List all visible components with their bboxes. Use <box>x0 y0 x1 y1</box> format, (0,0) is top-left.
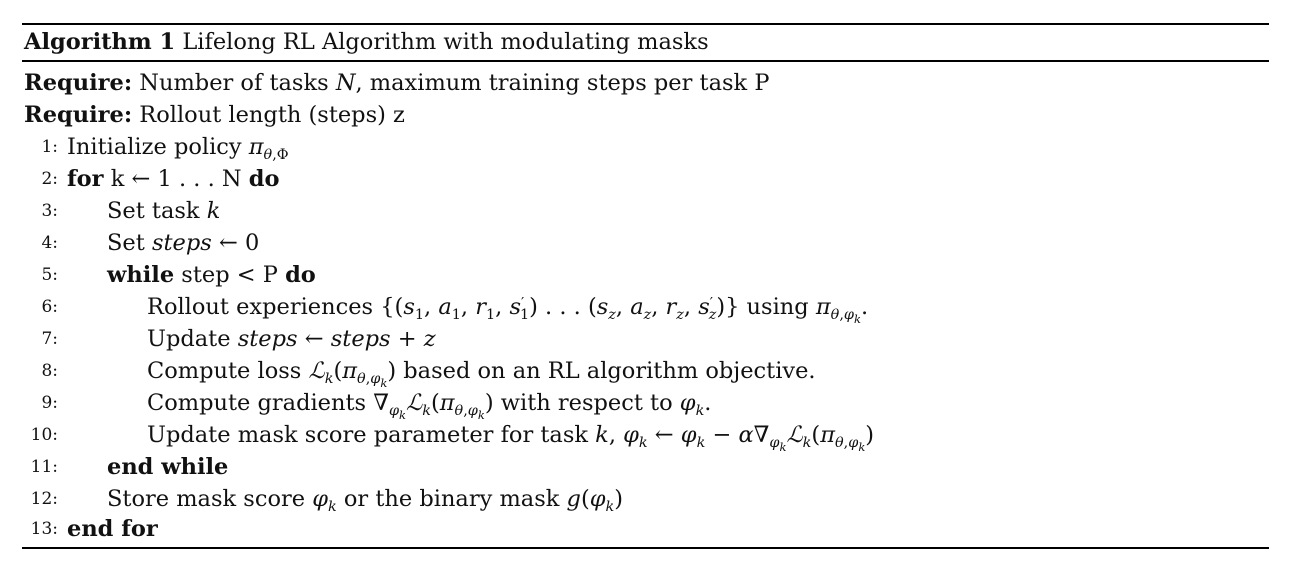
line-number: 3: <box>41 201 58 221</box>
step-text: Set steps ← 0 <box>107 230 260 256</box>
line-number: 1: <box>41 137 58 157</box>
line-number: 2: <box>41 169 58 189</box>
require-line-1: Require: Number of tasks N, maximum trai… <box>24 67 769 99</box>
caption-rule <box>22 60 1269 62</box>
line-number: 11: <box>30 457 58 477</box>
step-text: Set task k <box>107 198 221 224</box>
step-text: while step < P do <box>107 262 316 288</box>
require-line-2: Require: Rollout length (steps) z <box>24 99 405 131</box>
require-keyword: Require: <box>24 102 133 128</box>
step-keyword: end for <box>67 516 158 542</box>
require-text: Number of tasks N, maximum training step… <box>139 70 770 96</box>
step-text: Update steps ← steps + z <box>147 326 436 352</box>
algorithm-title: Lifelong RL Algorithm with modulating ma… <box>182 29 709 55</box>
bottom-rule <box>22 547 1269 549</box>
step-text: for k ← 1 . . . N do <box>67 166 280 192</box>
line-number: 4: <box>41 233 58 253</box>
require-text: Rollout length (steps) z <box>139 102 405 128</box>
line-number: 5: <box>41 265 58 285</box>
step-text: Initialize policy πθ,Φ <box>67 134 289 164</box>
algorithm-label: Algorithm 1 <box>24 29 176 55</box>
line-number: 9: <box>41 393 58 413</box>
line-number: 6: <box>41 297 58 317</box>
line-number: 7: <box>41 329 58 349</box>
line-number: 12: <box>30 489 58 509</box>
line-number: 8: <box>41 361 58 381</box>
line-number: 13: <box>30 519 58 539</box>
step-keyword: end while <box>107 454 229 480</box>
step-text: Compute loss ℒk(πθ,φk) based on an RL al… <box>147 358 816 391</box>
line-number: 10: <box>30 425 58 445</box>
step-text: Update mask score parameter for task k, … <box>147 422 875 455</box>
require-keyword: Require: <box>24 70 133 96</box>
algorithm-caption: Algorithm 1 Lifelong RL Algorithm with m… <box>24 26 709 58</box>
top-rule <box>22 23 1269 25</box>
step-text: Compute gradients ∇φkℒk(πθ,φk) with resp… <box>147 390 712 423</box>
step-text: Store mask score φk or the binary mask g… <box>107 486 624 516</box>
step-text: Rollout experiences {(s1, a1, r1, s′1) .… <box>147 294 869 327</box>
